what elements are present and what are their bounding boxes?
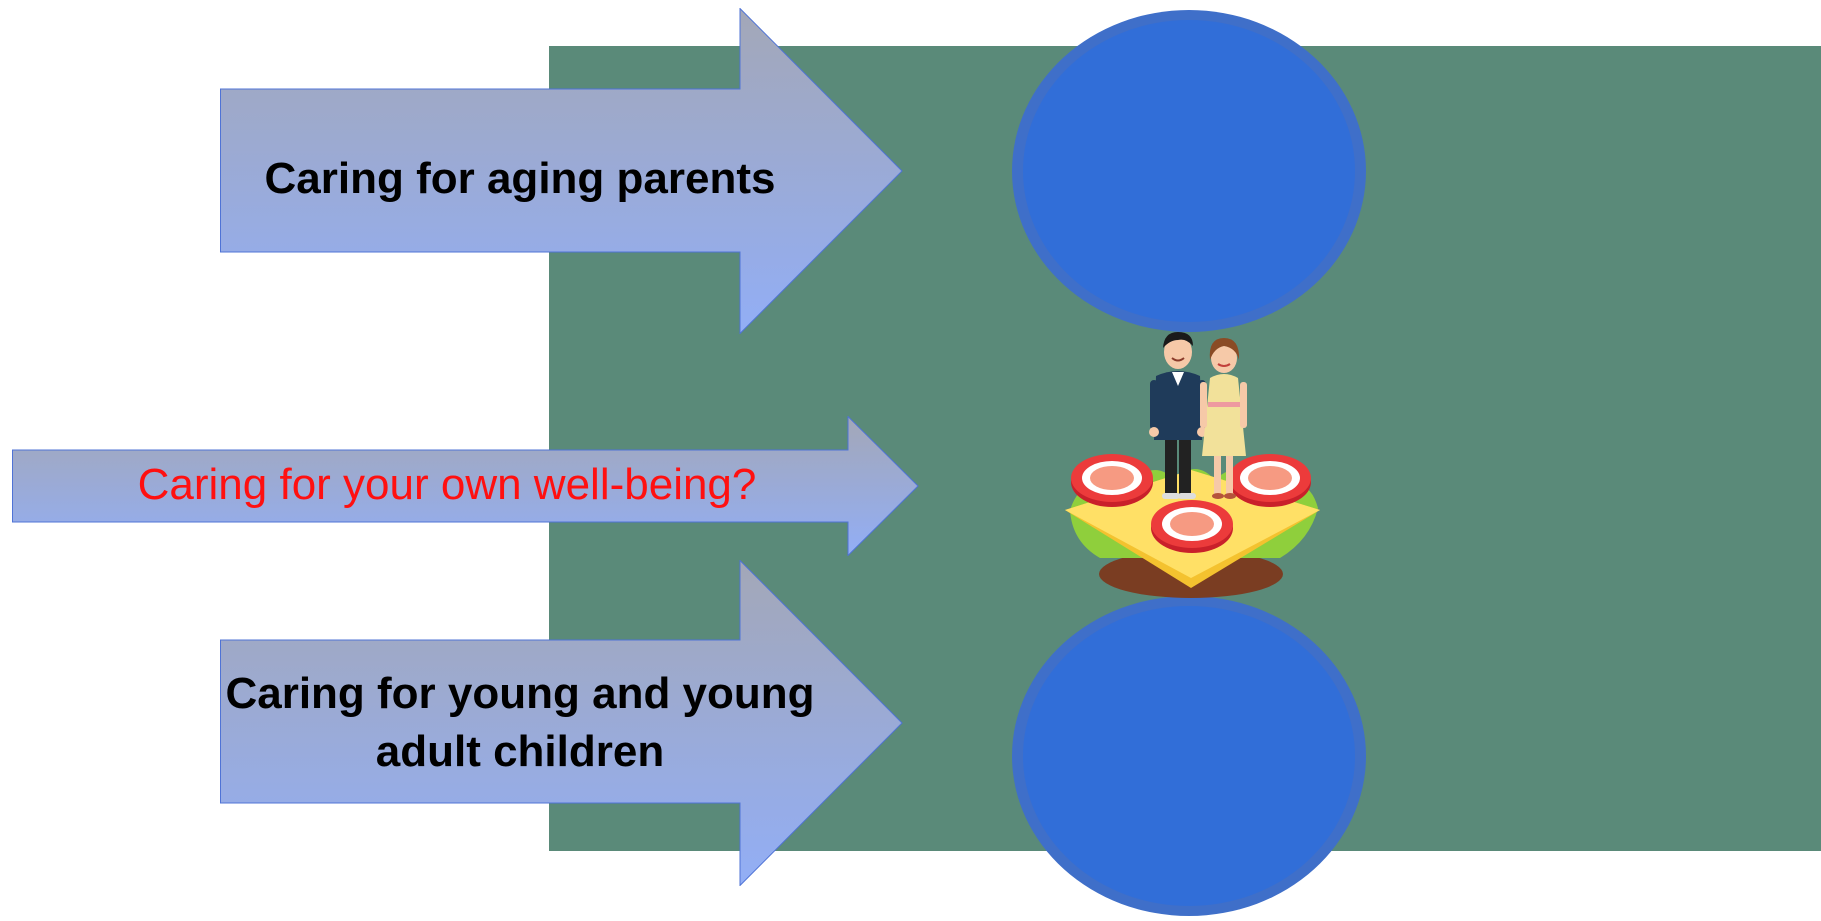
arrow-label-own-well-being: Caring for your own well-being? bbox=[137, 460, 757, 509]
arrow-label-young-children: Caring for young and young adult childre… bbox=[225, 669, 815, 776]
couple-on-sandwich-icon bbox=[1060, 330, 1330, 610]
arrow-right-icon bbox=[12, 416, 919, 556]
arrow-right-icon bbox=[220, 560, 903, 886]
arrow-right-icon bbox=[220, 8, 903, 334]
bottom-circle bbox=[1010, 594, 1368, 916]
arrow-own-well-being: Caring for your own well-being? bbox=[12, 416, 919, 556]
top-circle bbox=[1010, 8, 1368, 334]
arrow-aging-parents: Caring for aging parents bbox=[220, 8, 903, 334]
arrow-young-children: Caring for young and young adult childre… bbox=[220, 560, 903, 886]
arrow-label-aging-parents: Caring for aging parents bbox=[264, 153, 776, 203]
